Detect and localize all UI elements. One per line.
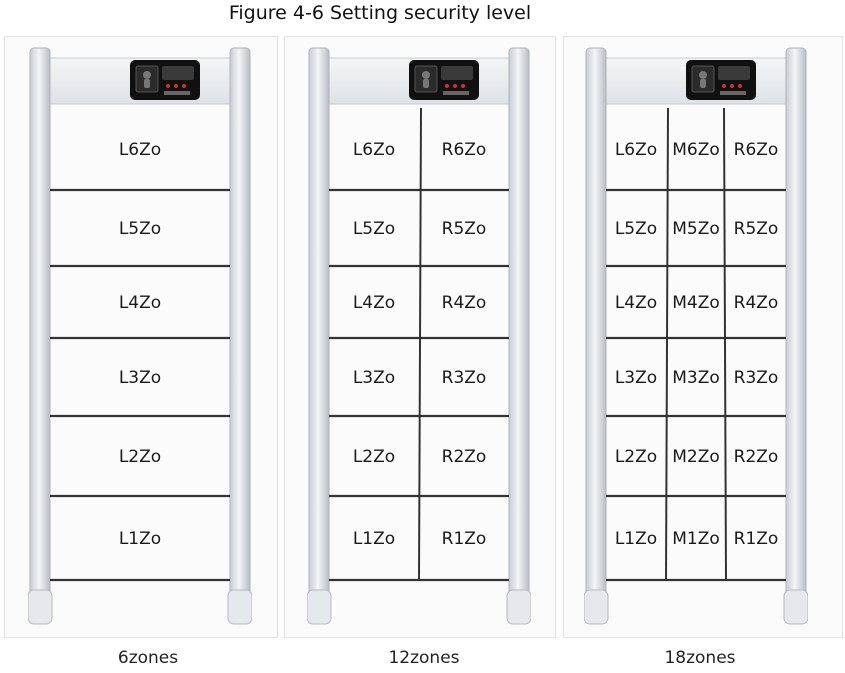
figure-title: Figure 4-6 Setting security level bbox=[228, 2, 532, 24]
zone-label: L3Zo bbox=[615, 368, 657, 388]
left-foot bbox=[28, 589, 53, 625]
zone-label: R3Zo bbox=[442, 368, 487, 388]
panel-brand bbox=[720, 91, 746, 95]
right-foot bbox=[783, 589, 808, 625]
zone-label: R5Zo bbox=[442, 219, 487, 239]
indicator-light bbox=[166, 84, 170, 88]
zone-label: L2Zo bbox=[615, 447, 657, 467]
zone-label: L3Zo bbox=[353, 368, 395, 388]
zone-label: L1Zo bbox=[353, 529, 395, 549]
indicator-light bbox=[461, 84, 465, 88]
right-pillar bbox=[785, 47, 807, 611]
zone-label: R6Zo bbox=[734, 140, 779, 160]
indicator-light bbox=[738, 84, 742, 88]
zone-label: L3Zo bbox=[119, 368, 161, 388]
person-icon-body bbox=[700, 79, 706, 88]
zone-label: L5Zo bbox=[615, 219, 657, 239]
panel-screen bbox=[718, 66, 750, 80]
zone-label: L4Zo bbox=[353, 293, 395, 313]
indicator-light bbox=[722, 84, 726, 88]
zone-label: M4Zo bbox=[672, 293, 720, 313]
zone-label: M3Zo bbox=[672, 368, 720, 388]
panel-screen bbox=[441, 66, 473, 80]
zone-label: R2Zo bbox=[442, 447, 487, 467]
indicator-light bbox=[174, 84, 178, 88]
indicator-light bbox=[453, 84, 457, 88]
zone-label: R1Zo bbox=[442, 529, 487, 549]
person-icon bbox=[699, 71, 707, 79]
indicator-light bbox=[182, 84, 186, 88]
zone-label: R3Zo bbox=[734, 368, 779, 388]
panel-brand bbox=[164, 91, 190, 95]
zone-label: R4Zo bbox=[442, 293, 487, 313]
zone-label: L6Zo bbox=[615, 140, 657, 160]
caption-18zones: 18zones bbox=[664, 648, 736, 668]
person-icon-body bbox=[423, 79, 429, 88]
zone-label: M1Zo bbox=[672, 529, 720, 549]
zone-label: L2Zo bbox=[119, 447, 161, 467]
zone-label: R4Zo bbox=[734, 293, 779, 313]
column-divider bbox=[723, 107, 727, 581]
caption-12zones: 12zones bbox=[388, 648, 460, 668]
left-pillar bbox=[585, 47, 607, 611]
zone-label: R6Zo bbox=[442, 140, 487, 160]
zone-label: M5Zo bbox=[672, 219, 720, 239]
zone-label: M2Zo bbox=[672, 447, 720, 467]
right-foot bbox=[506, 589, 531, 625]
right-pillar bbox=[508, 47, 530, 611]
zone-label: R5Zo bbox=[734, 219, 779, 239]
zone-label: L6Zo bbox=[353, 140, 395, 160]
right-foot bbox=[227, 589, 252, 625]
column-divider bbox=[665, 107, 669, 581]
right-pillar bbox=[229, 47, 251, 611]
zone-label: M6Zo bbox=[672, 140, 720, 160]
zone-label: L5Zo bbox=[353, 219, 395, 239]
left-foot bbox=[307, 589, 332, 625]
panel-screen bbox=[162, 66, 194, 80]
zone-label: L1Zo bbox=[119, 529, 161, 549]
panel-brand bbox=[443, 91, 469, 95]
zone-label: L1Zo bbox=[615, 529, 657, 549]
person-icon bbox=[422, 71, 430, 79]
zone-label: R1Zo bbox=[734, 529, 779, 549]
person-icon-body bbox=[144, 79, 150, 88]
person-icon bbox=[143, 71, 151, 79]
indicator-light bbox=[730, 84, 734, 88]
left-foot bbox=[584, 589, 609, 625]
indicator-light bbox=[445, 84, 449, 88]
caption-6zones: 6zones bbox=[117, 648, 179, 668]
column-divider bbox=[418, 107, 422, 581]
zone-label: L2Zo bbox=[353, 447, 395, 467]
left-pillar bbox=[29, 47, 51, 611]
zone-label: L5Zo bbox=[119, 219, 161, 239]
zone-label: R2Zo bbox=[734, 447, 779, 467]
left-pillar bbox=[308, 47, 330, 611]
zone-label: L4Zo bbox=[119, 293, 161, 313]
zone-label: L6Zo bbox=[119, 140, 161, 160]
zone-label: L4Zo bbox=[615, 293, 657, 313]
